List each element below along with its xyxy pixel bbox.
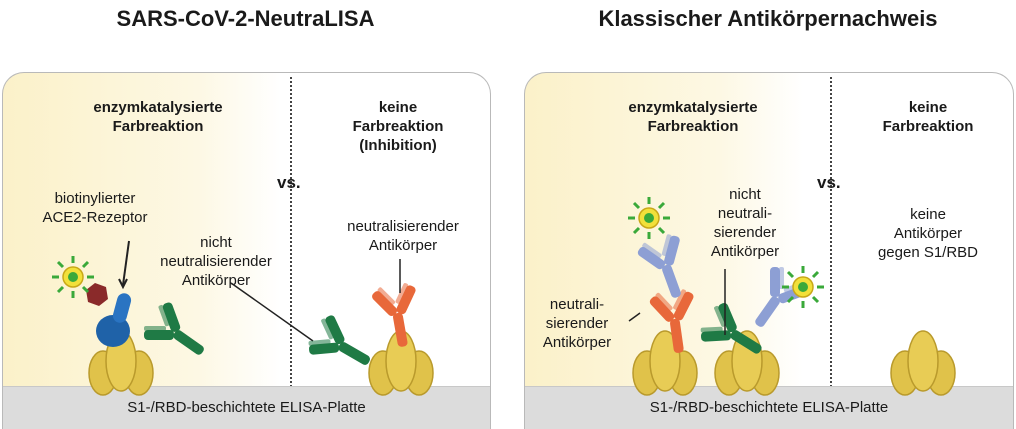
elisa-plate: S1-/RBD-beschichtete ELISA-Platte: [3, 386, 490, 429]
enzyme-star-icon: [50, 254, 96, 300]
neutralisa-illustration: [50, 240, 434, 396]
right-panel-title: Klassischer Antikörpernachweis: [598, 6, 938, 31]
biotin-icon: [86, 283, 108, 306]
vs-label: vs.: [817, 173, 841, 192]
pointer-line: [628, 312, 641, 322]
antigen-icon: [632, 330, 698, 396]
enzyme-star-icon: [780, 264, 826, 310]
enzyme-star-icon: [626, 195, 672, 241]
vs-label: vs.: [277, 173, 301, 192]
panel-divider: [290, 77, 292, 387]
pointer-line: [230, 282, 314, 342]
panel-divider: [830, 77, 832, 387]
antigen-icon: [890, 330, 956, 396]
ace2-receptor-icon: [96, 240, 132, 347]
orange-antibody-icon: [369, 280, 427, 351]
classic-illustration: [626, 195, 956, 396]
left-panel-title: SARS-CoV-2-NeutraLISA: [116, 6, 375, 31]
